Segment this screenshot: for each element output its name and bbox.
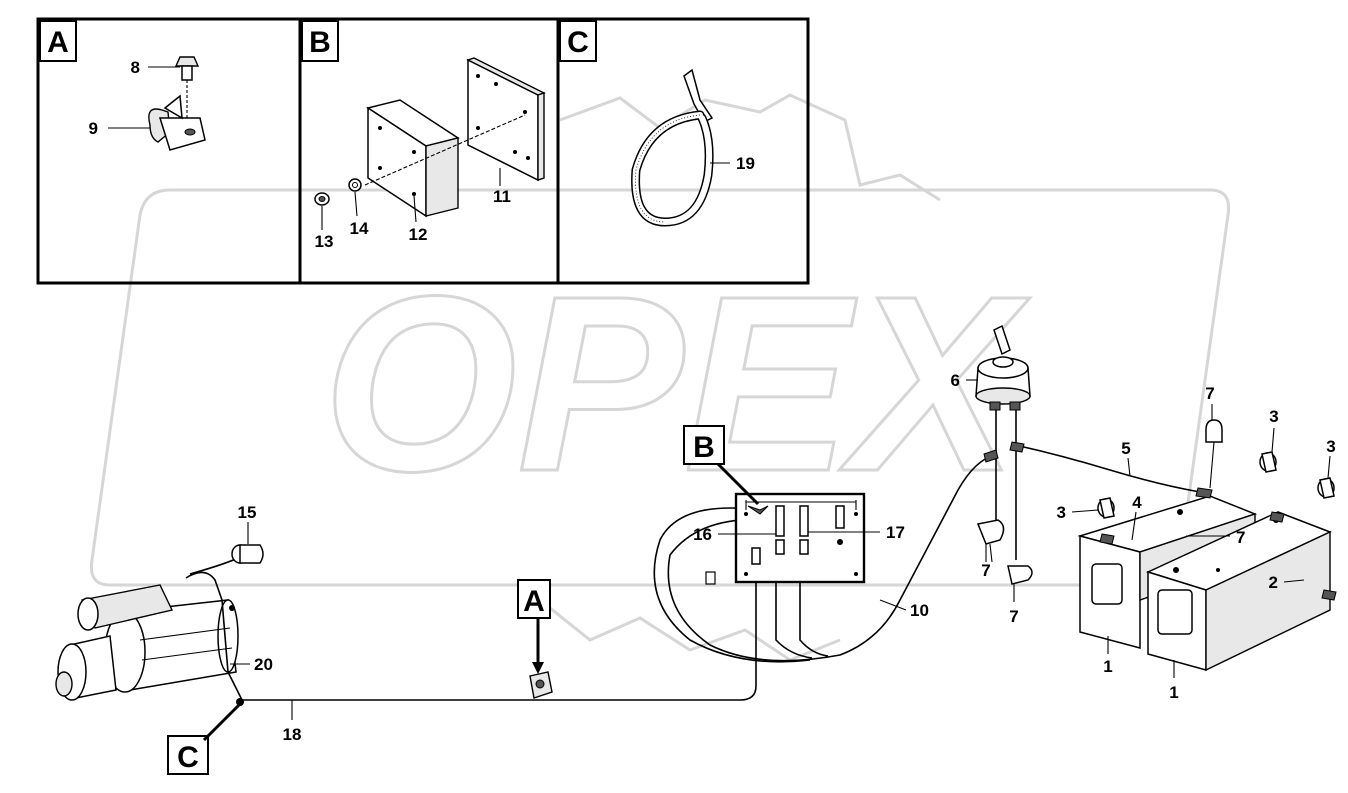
cable-18	[185, 548, 757, 701]
connector-10	[983, 449, 999, 463]
nut-13-icon	[314, 192, 330, 206]
battery-front-icon	[1145, 511, 1332, 672]
callout-14: 14	[350, 219, 369, 238]
assembly-axis	[364, 114, 526, 186]
connector-5	[1009, 441, 1025, 453]
callout-10: 10	[910, 601, 929, 620]
callout-13: 13	[315, 232, 334, 251]
terminal-cover-3-icon-a	[1097, 497, 1115, 519]
battery-terminal-4	[1099, 533, 1115, 545]
detail-b-tag-box	[301, 20, 339, 62]
leader-14	[354, 191, 358, 217]
detail-a: A 8 9	[36, 17, 302, 285]
fuse-panel-icon	[734, 492, 866, 584]
leader-4	[1131, 511, 1137, 541]
watermark-text: OPEX	[323, 244, 1031, 523]
washer-14-icon	[348, 178, 362, 192]
ref-tag-a-label: A	[523, 585, 545, 618]
callout-16: 16	[693, 525, 712, 544]
cable-5	[1014, 444, 1201, 493]
terminal-cover-15-icon	[231, 544, 264, 564]
callout-1b: 1	[1169, 683, 1178, 702]
ref-tag-b: B	[683, 425, 760, 506]
terminal-cover-3-icon-b	[1259, 451, 1277, 473]
cable-drop-2	[799, 560, 829, 657]
clamp-a-icon	[529, 671, 553, 699]
callout-8: 8	[131, 58, 140, 77]
mounting-plate-11-icon	[466, 57, 546, 182]
callout-7c: 7	[1009, 607, 1018, 626]
terminal-cover-7-icon-b	[976, 519, 1005, 563]
callout-9: 9	[89, 119, 98, 138]
ref-tag-b-label: B	[693, 431, 715, 464]
terminal-cover-7-icon-c	[1007, 565, 1033, 585]
callout-6: 6	[951, 371, 960, 390]
callout-18: 18	[283, 725, 302, 744]
callout-7a: 7	[1205, 384, 1214, 403]
cable-loop-left	[653, 507, 811, 663]
insulating-block-12-icon	[366, 99, 460, 218]
clamp-9-icon	[148, 94, 206, 151]
ref-tag-c-label: C	[177, 741, 199, 774]
callout-2: 2	[1269, 573, 1278, 592]
detail-a-tag: A	[47, 26, 69, 59]
leader-3b	[1271, 427, 1275, 453]
leader-5	[1127, 457, 1131, 477]
callout-1a: 1	[1103, 657, 1112, 676]
detail-b-tag: B	[309, 26, 331, 59]
callout-20: 20	[254, 655, 273, 674]
ref-tag-c: C	[167, 698, 244, 775]
callout-4: 4	[1132, 493, 1142, 512]
bolt-8-icon	[174, 56, 200, 120]
callout-7d: 7	[1236, 528, 1245, 547]
callout-3a: 3	[1057, 503, 1066, 522]
callout-12: 12	[409, 225, 428, 244]
terminal-cover-7-icon-a	[1205, 419, 1223, 489]
callout-11: 11	[493, 187, 511, 206]
callouts: 15 20 18 16 17 10 6 5 7 3 3 3 4 7 7 7 2	[230, 371, 1336, 744]
detail-c-tag: C	[567, 26, 589, 59]
starter-motor-icon	[55, 584, 239, 701]
panel-slot	[705, 571, 716, 585]
leader-2	[1283, 579, 1305, 583]
detail-a-tag-box	[39, 20, 77, 62]
cable-10	[667, 454, 996, 662]
detail-b: B 13 14 12 11	[298, 17, 560, 285]
terminal-cover-3-icon-c	[1317, 477, 1335, 499]
callout-15: 15	[238, 503, 257, 522]
leader-10	[879, 599, 907, 611]
cable-tie-19-icon	[631, 68, 714, 227]
leader-3a	[1071, 509, 1099, 513]
battery-terminal-5	[1195, 487, 1213, 499]
detail-c-tag-box	[559, 20, 597, 62]
leader-3c	[1327, 455, 1331, 479]
callout-19: 19	[736, 154, 755, 173]
battery-terminal-2	[1269, 511, 1285, 523]
callout-3b: 3	[1269, 407, 1278, 426]
battery-switch-icon	[975, 324, 1031, 411]
detail-c: C 19	[556, 17, 810, 285]
watermark-logo: OPEX	[89, 93, 1231, 662]
callout-3c: 3	[1326, 437, 1335, 456]
ref-tag-a: A	[517, 579, 551, 674]
callout-17: 17	[886, 523, 905, 542]
leader-12	[413, 195, 417, 223]
connector-2	[1321, 589, 1337, 601]
callout-7b: 7	[981, 561, 990, 580]
cable-drop-1	[775, 560, 813, 659]
callout-5: 5	[1121, 439, 1130, 458]
